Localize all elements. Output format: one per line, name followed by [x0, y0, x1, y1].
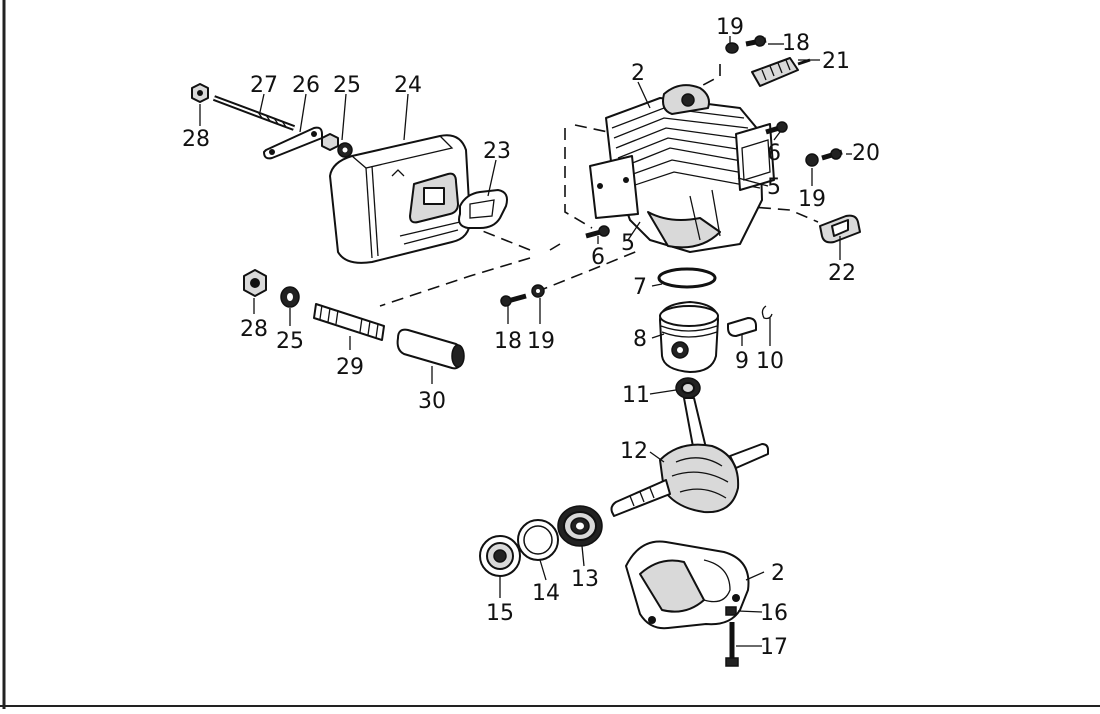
seal-15 [479, 535, 521, 577]
bolt-27 [212, 95, 296, 131]
label-13: 13 [571, 567, 599, 592]
gasket-23 [458, 189, 508, 229]
label-10: 10 [756, 349, 784, 374]
label-8: 8 [633, 327, 647, 352]
washer-19-top [725, 42, 739, 54]
crankshaft-assembly [610, 377, 769, 517]
cylinder-2 [589, 84, 775, 253]
part-labels: 28 27 26 25 24 23 2 19 18 21 6 20 5 19 2… [182, 15, 880, 660]
label-19-top: 19 [716, 15, 744, 40]
label-2-top: 2 [631, 61, 645, 86]
label-18-top: 18 [782, 31, 810, 56]
shim-14 [517, 519, 559, 561]
label-28-bottom: 28 [240, 317, 268, 342]
label-25-top: 25 [333, 73, 361, 98]
label-5-right: 5 [767, 175, 781, 200]
label-24: 24 [394, 73, 422, 98]
label-26: 26 [292, 73, 320, 98]
stud-29 [313, 303, 385, 341]
label-19-bottom: 19 [527, 329, 555, 354]
piston-8 [659, 301, 719, 373]
label-17: 17 [760, 635, 788, 660]
label-15: 15 [486, 601, 514, 626]
sleeve-30 [396, 328, 465, 370]
nut-28-top [191, 83, 209, 103]
screw-20 [821, 148, 843, 161]
crankcase-2 [625, 540, 750, 630]
piston-ring-7 [657, 267, 717, 289]
label-19-mid: 19 [798, 187, 826, 212]
label-7: 7 [633, 275, 647, 300]
bolt-6-right [765, 121, 788, 135]
circlip-10 [761, 305, 773, 320]
label-23: 23 [483, 139, 511, 164]
label-2-bottom: 2 [771, 561, 785, 586]
label-30: 30 [418, 389, 446, 414]
bracket-22 [819, 214, 861, 244]
washer-16 [725, 606, 737, 616]
label-14: 14 [532, 581, 560, 606]
washer-19-mid [805, 153, 819, 167]
bearing-13 [557, 505, 603, 547]
label-18-bottom: 18 [494, 329, 522, 354]
label-21: 21 [822, 49, 850, 74]
label-16: 16 [760, 601, 788, 626]
spark-plug-21 [751, 57, 811, 87]
washer-25-bottom [280, 286, 300, 308]
washer-19-bottom [531, 284, 545, 298]
label-6-left: 6 [591, 245, 605, 270]
label-12: 12 [620, 439, 648, 464]
label-29: 29 [336, 355, 364, 380]
label-22: 22 [828, 261, 856, 286]
screw-17 [725, 622, 739, 667]
muffler-assembly [191, 83, 508, 370]
label-9: 9 [735, 349, 749, 374]
plate-26 [263, 126, 323, 160]
label-5-left: 5 [621, 231, 635, 256]
label-25-bottom: 25 [276, 329, 304, 354]
label-11: 11 [622, 383, 650, 408]
screw-18-bottom [500, 293, 527, 307]
screw-18-top [745, 35, 767, 47]
nut-28-bottom [243, 269, 267, 297]
piston-pin-9 [727, 317, 757, 337]
bolt-6-left [585, 225, 610, 239]
label-6-right: 6 [767, 141, 781, 166]
leader-lines [199, 36, 852, 647]
alignment-lines [379, 64, 819, 307]
label-20: 20 [852, 141, 880, 166]
washers-25-top [321, 133, 353, 158]
label-28-top: 28 [182, 127, 210, 152]
label-27: 27 [250, 73, 278, 98]
